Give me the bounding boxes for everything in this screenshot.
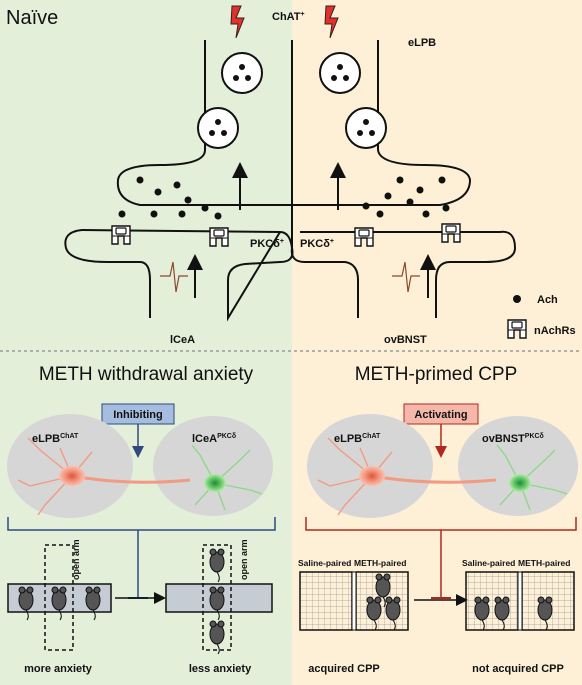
- right-source-label: eLPBChAT: [334, 433, 381, 445]
- right-panel-title: METH-primed CPP: [355, 364, 518, 385]
- less-anxiety-label: less anxiety: [189, 663, 252, 675]
- pkcd-neuron-left: [191, 444, 263, 511]
- lightning-icon: [324, 5, 339, 39]
- right-background: [292, 0, 582, 685]
- lcea-circle: [153, 416, 273, 516]
- pkcd-neuron-right: [496, 444, 568, 511]
- naive-title: Naïve: [6, 7, 58, 29]
- cpp-divider: [351, 571, 357, 631]
- cpp-saline-chamber: [299, 571, 353, 631]
- activating-label: Activating: [414, 409, 467, 421]
- left-target-label: lCeAPKCδ: [192, 433, 236, 445]
- elpb-circle-left: [7, 414, 133, 518]
- ach-legend-icon: [513, 295, 521, 303]
- lightning-icon: [230, 5, 245, 39]
- right-target-label: ovBNSTPKCδ: [482, 433, 544, 445]
- lcea-label: lCeA: [170, 334, 195, 346]
- ovbnst-label: ovBNST: [384, 334, 427, 346]
- ach-dots-left: [118, 176, 222, 220]
- acquired-cpp-label: acquired CPP: [308, 663, 380, 675]
- box1-saline-label: Saline-paired: [298, 558, 351, 568]
- legend-ach-label: Ach: [537, 294, 558, 306]
- vesicle: [221, 52, 263, 94]
- cpp-saline-chamber: [465, 571, 519, 631]
- left-background: [0, 0, 292, 685]
- neuron-soma: [359, 466, 385, 486]
- vesicle: [345, 107, 387, 149]
- ovbnst-circle: [458, 416, 578, 516]
- more-anxiety-label: more anxiety: [24, 663, 93, 675]
- pkc-right-label: PKCδ+: [300, 238, 334, 250]
- vesicle: [319, 52, 361, 94]
- neuron-soma: [204, 474, 226, 492]
- legend-nachr-label: nAchRs: [534, 325, 576, 337]
- open-arm-label: open arm: [71, 539, 81, 580]
- maze-open-arm: [44, 544, 74, 651]
- left-panel-title: METH withdrawal anxiety: [39, 364, 254, 385]
- chat-label: ChAT+: [272, 11, 305, 23]
- cholinergic-neuron-right: [317, 437, 497, 516]
- neuron-soma: [509, 474, 531, 492]
- not-acquired-cpp-label: not acquired CPP: [472, 663, 564, 675]
- cpp-divider: [517, 571, 523, 631]
- action-potential-icon: [392, 261, 420, 293]
- box1-meth-label: METH-paired: [354, 558, 406, 568]
- neuron-soma: [59, 466, 85, 486]
- elpb-label: eLPB: [408, 37, 436, 49]
- inhibiting-label: Inhibiting: [113, 409, 162, 421]
- elpb-circle-right: [307, 414, 433, 518]
- action-potential-icon: [160, 261, 188, 293]
- maze-open-arm: [202, 544, 232, 651]
- vesicle: [197, 107, 239, 149]
- box2-saline-label: Saline-paired: [462, 558, 515, 568]
- left-source-label: eLPBChAT: [32, 433, 79, 445]
- pkc-left-label: PKCδ+: [250, 238, 284, 250]
- left-bracket: [7, 517, 276, 531]
- postsynaptic-left: [64, 229, 294, 322]
- open-arm-label: open arm: [239, 539, 249, 580]
- presynaptic-terminal: [116, 40, 472, 206]
- box2-meth-label: METH-paired: [518, 558, 570, 568]
- ach-dots-right: [362, 176, 450, 218]
- postsynaptic-right: [290, 230, 517, 318]
